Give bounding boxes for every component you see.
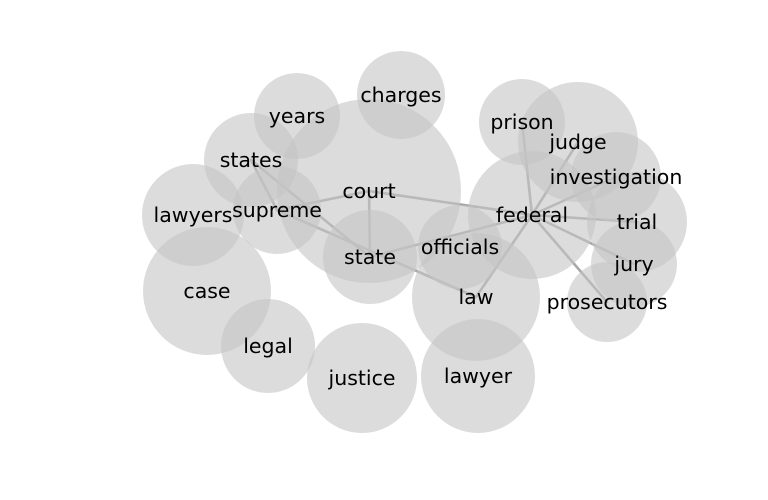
node-label-case: case: [183, 279, 230, 303]
node-label-supreme: supreme: [232, 198, 322, 222]
nodes-layer: [142, 51, 687, 433]
node-circle-state: [323, 210, 417, 304]
node-label-states: states: [220, 148, 283, 172]
node-label-charges: charges: [360, 83, 441, 107]
node-label-legal: legal: [243, 334, 293, 358]
node-label-investigation: investigation: [550, 165, 683, 189]
node-label-lawyers: lawyers: [154, 203, 233, 227]
node-circle-prosecutors: [567, 262, 647, 342]
node-circle-justice: [307, 323, 417, 433]
node-label-years: years: [269, 104, 325, 128]
node-label-law: law: [458, 285, 493, 309]
node-label-prison: prison: [490, 110, 553, 134]
node-label-federal: federal: [496, 203, 568, 227]
node-label-judge: judge: [548, 130, 606, 154]
node-label-justice: justice: [328, 366, 396, 390]
node-circle-supreme: [233, 166, 321, 254]
node-circle-prison: [479, 79, 565, 165]
node-label-jury: jury: [613, 252, 653, 276]
node-label-prosecutors: prosecutors: [547, 290, 668, 314]
labels-layer: court federal law case judge lawyer justice law…: [154, 83, 683, 390]
node-label-trial: trial: [617, 210, 657, 234]
node-circle-legal: [221, 299, 315, 393]
node-label-officials: officials: [421, 235, 499, 259]
node-circle-charges: [357, 51, 445, 139]
node-label-lawyer: lawyer: [444, 364, 513, 388]
node-circle-lawyer: [421, 319, 535, 433]
node-label-court: court: [342, 179, 395, 203]
node-circle-years: [254, 73, 340, 159]
node-circle-officials: [418, 205, 502, 289]
node-label-state: state: [344, 245, 396, 269]
